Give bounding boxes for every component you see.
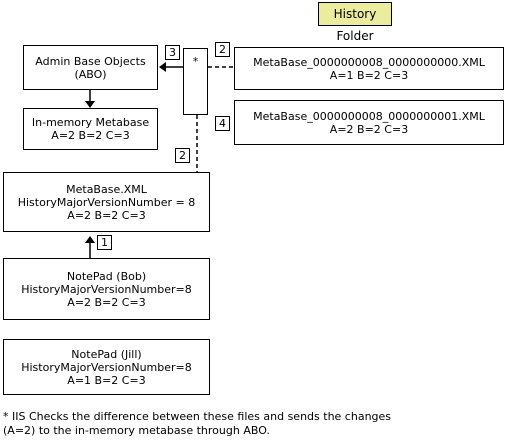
- asterisk-marker: *: [192, 55, 199, 68]
- in-memory-title: In-memory Metabase: [31, 116, 150, 129]
- step-3-badge: 3: [165, 45, 180, 60]
- compare-to-abo-arrowhead: [159, 62, 166, 72]
- abo-subtitle: (ABO): [74, 67, 107, 81]
- notepad-bob-version: HistoryMajorVersionNumber=8: [21, 282, 192, 296]
- abo-to-memory-arrowhead: [85, 101, 95, 108]
- footnote: * IIS Checks the difference between thes…: [3, 410, 503, 438]
- notepad-jill-version: HistoryMajorVersionNumber=8: [21, 360, 192, 374]
- history-file-0-values: A=1 B=2 C=3: [329, 68, 409, 82]
- metabase-xml-box: MetaBase.XML HistoryMajorVersionNumber =…: [3, 172, 210, 232]
- notepad-bob-box: NotePad (Bob) HistoryMajorVersionNumber=…: [3, 258, 210, 320]
- metabase-xml-title: MetaBase.XML: [66, 182, 147, 196]
- step-2-badge-bottom: 2: [175, 148, 190, 163]
- abo-box: Admin Base Objects (ABO): [23, 45, 158, 90]
- in-memory-metabase-box: In-memory Metabase A=2 B=2 C=3: [23, 108, 158, 150]
- footnote-line-1: * IIS Checks the difference between thes…: [3, 410, 392, 423]
- history-file-0-name: MetaBase_0000000008_0000000000.XML: [253, 55, 485, 69]
- metabase-xml-version: HistoryMajorVersionNumber = 8: [17, 195, 196, 209]
- step-4-badge: 4: [215, 116, 230, 131]
- notepad-jill-box: NotePad (Jill) HistoryMajorVersionNumber…: [3, 339, 210, 395]
- notepad-bob-title: NotePad (Bob): [66, 269, 147, 283]
- history-folder-text: History Folder: [333, 7, 377, 43]
- step-2-badge-top: 2: [215, 42, 230, 57]
- bob-to-metabase-arrowhead: [85, 236, 95, 243]
- notepad-jill-values: A=1 B=2 C=3: [67, 373, 146, 387]
- metabase-xml-values: A=2 B=2 C=3: [67, 208, 146, 222]
- notepad-bob-values: A=2 B=2 C=3: [67, 295, 146, 309]
- history-file-1-name: MetaBase_0000000008_0000000001.XML: [253, 109, 485, 123]
- history-file-0000000000: MetaBase_0000000008_0000000000.XML A=1 B…: [234, 47, 504, 90]
- footnote-line-2: (A=2) to the in-memory metabase through …: [3, 424, 270, 437]
- step-1-badge: 1: [97, 235, 112, 250]
- notepad-jill-title: NotePad (Jill): [71, 347, 142, 361]
- history-folder-label: History Folder: [318, 2, 392, 43]
- in-memory-values: A=2 B=2 C=3: [51, 129, 130, 142]
- history-file-0000000001: MetaBase_0000000008_0000000001.XML A=2 B…: [234, 100, 504, 145]
- compare-box: *: [183, 48, 208, 115]
- history-file-1-values: A=2 B=2 C=3: [329, 122, 409, 136]
- abo-title: Admin Base Objects: [35, 54, 146, 68]
